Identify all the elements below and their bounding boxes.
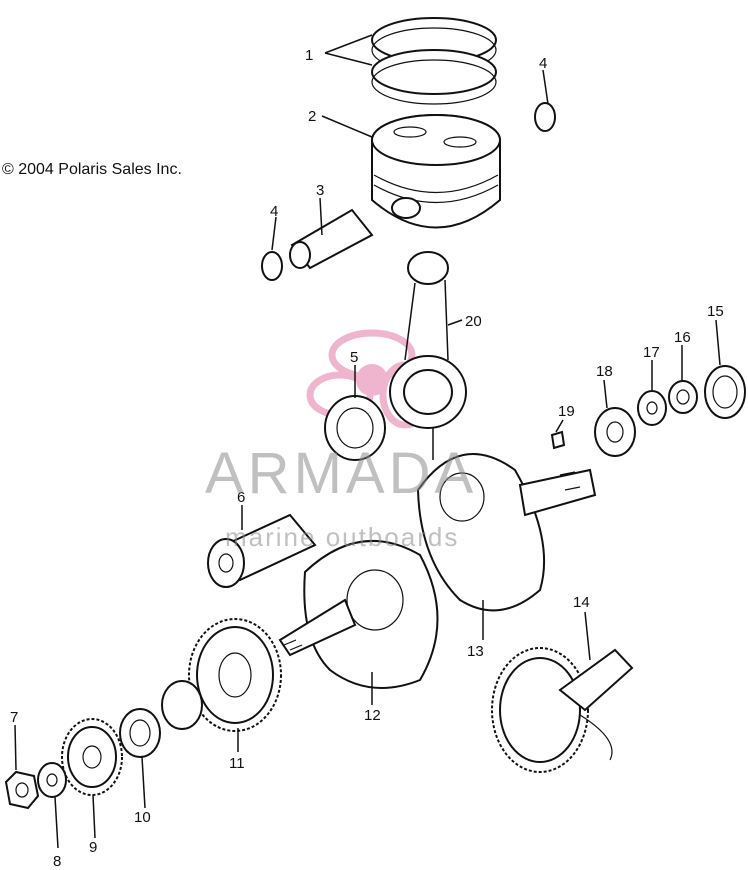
copyright-notice: © 2004 Polaris Sales Inc. [2,161,182,178]
woodruff-key [550,430,566,450]
crankshaft-gear [188,618,282,732]
callout-labels: 1 2 3 4 4 5 6 7 8 9 10 11 12 13 14 15 16… [10,47,724,870]
crankshaft-right-half [416,453,597,612]
crank-pin [207,513,317,588]
gear-bearing [119,708,161,758]
callout-5: 5 [350,349,358,366]
callout-6: 6 [237,489,245,506]
callout-20: 20 [465,313,482,330]
callout-19: 19 [558,403,575,420]
callout-14: 14 [573,594,590,611]
callout-9: 9 [89,839,97,856]
callout-4a: 4 [539,55,547,72]
callout-18: 18 [596,363,613,380]
callout-7: 7 [10,709,18,726]
callout-12: 12 [364,707,381,724]
piston-rings [371,17,497,105]
flat-washer [37,762,67,798]
watermark-subtitle: marine outboards [225,522,460,552]
circlip-lower [261,251,283,281]
connecting-rod [389,251,467,429]
callout-10: 10 [134,809,151,826]
callout-4b: 4 [270,203,278,220]
roller-bearing-right [704,365,746,419]
piston-pin [289,208,374,270]
hex-nut [4,770,40,810]
watermark-title: ARMADA [205,441,478,506]
callout-15: 15 [707,303,724,320]
callout-2: 2 [308,108,316,125]
piston [371,114,501,229]
crankshaft-left-half [278,539,439,689]
callout-8: 8 [53,853,61,870]
spacer [161,680,203,730]
callout-1: 1 [305,47,313,64]
washer [637,390,667,426]
balance-shaft-gear [491,647,634,773]
small-gear [61,718,123,796]
callout-11: 11 [229,755,245,772]
nut [668,380,698,414]
callout-13: 13 [467,643,484,660]
callout-16: 16 [674,329,691,346]
leader-lines [14,34,721,849]
thrust-washer [594,407,636,457]
callout-3: 3 [316,182,324,199]
circlip-upper [534,102,556,132]
callout-17: 17 [643,344,660,361]
